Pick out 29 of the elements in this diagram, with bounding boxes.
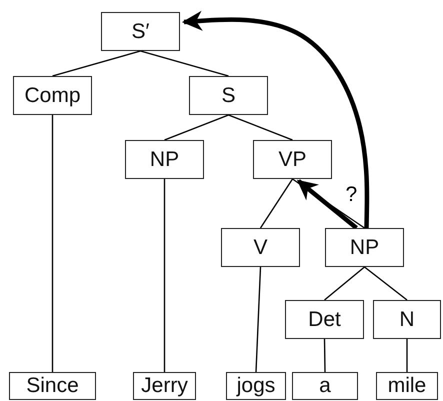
word-box: a <box>292 372 358 400</box>
tree-branch-line <box>255 266 262 372</box>
word-box: Jerry <box>133 372 196 400</box>
word-box: jogs <box>226 372 286 400</box>
category-box: S′ <box>101 12 180 51</box>
category-box: VP <box>253 140 332 179</box>
tree-branch-line <box>260 178 294 228</box>
category-box: S <box>189 76 268 115</box>
word-box: mile <box>376 372 438 400</box>
word-box: Since <box>9 372 96 400</box>
category-box: Det <box>285 300 364 339</box>
category-box: NP <box>325 228 404 267</box>
category-box: V <box>221 228 300 267</box>
category-box: NP <box>125 140 204 179</box>
category-box: Comp <box>13 76 92 115</box>
tree-branch-line <box>292 178 365 229</box>
tree-branch-line <box>324 266 365 300</box>
tree-branch-line <box>52 115 54 372</box>
category-box: N <box>373 300 441 339</box>
tree-branch-line <box>324 339 326 372</box>
tree-branch-line <box>164 114 229 141</box>
movement-arrow <box>296 179 358 230</box>
movement-arrow <box>182 10 370 228</box>
tree-branch-line <box>140 50 229 77</box>
tree-branch-line <box>364 266 408 301</box>
tree-branch-line <box>228 114 293 141</box>
tree-branch-line <box>52 50 141 77</box>
tree-branch-line <box>164 179 166 372</box>
tree-branch-line <box>406 339 408 372</box>
